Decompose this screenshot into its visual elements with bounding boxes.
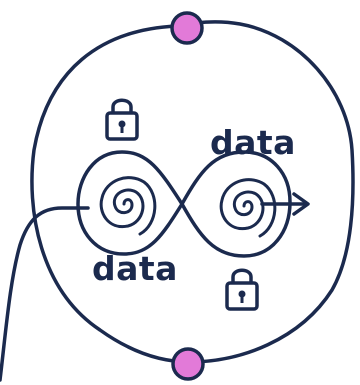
infinity-loop [76, 150, 292, 258]
spiral-icon [99, 176, 157, 236]
node-dot-icon [170, 11, 204, 45]
lock-icon [225, 268, 259, 311]
node-dot-icon [171, 347, 205, 381]
data-label-top: data [210, 123, 296, 162]
arrow-right-icon [260, 192, 310, 216]
spiral-icon [219, 178, 277, 238]
data-label-bottom: data [92, 249, 178, 288]
tail-line [0, 206, 90, 382]
lock-icon [105, 98, 139, 141]
outer-loop [30, 20, 355, 364]
